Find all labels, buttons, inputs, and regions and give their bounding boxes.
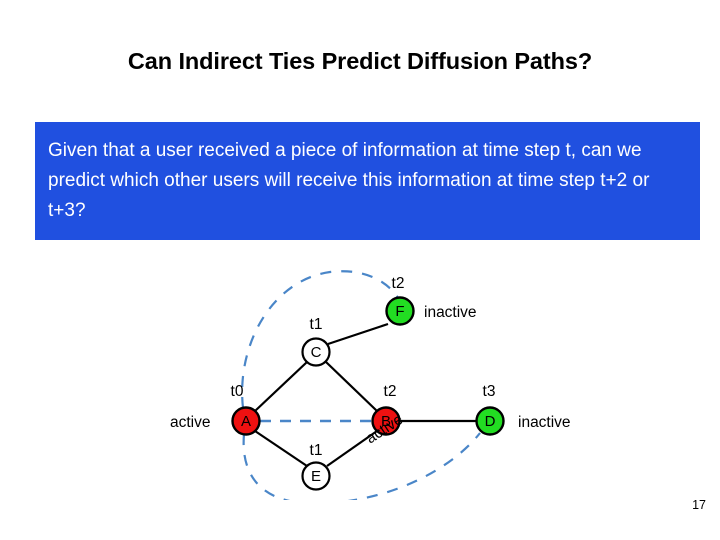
network-diagram: A C E B F D	[0, 250, 720, 500]
node-label-A: A	[241, 413, 251, 430]
state-label-active-A: active	[170, 414, 211, 431]
node-B[interactable]: B	[371, 406, 401, 436]
node-D[interactable]: D	[475, 406, 505, 436]
node-circle-C[interactable]	[301, 337, 331, 367]
time-label-A: t0	[231, 383, 244, 400]
time-label-D: t3	[483, 383, 496, 400]
node-label-C: C	[311, 344, 322, 361]
edge-E-B	[326, 430, 378, 467]
page-title: Can Indirect Ties Predict Diffusion Path…	[127, 48, 593, 74]
callout-box: Given that a user received a piece of in…	[35, 122, 700, 240]
page-number: 17	[692, 498, 706, 512]
node-A[interactable]: A	[231, 406, 261, 436]
node-circle-E[interactable]	[301, 461, 331, 491]
solid-edges-group	[254, 322, 476, 467]
time-labels-group: t0 t1 t1 t2 t2 t3	[231, 275, 496, 459]
edge-A-C	[254, 361, 308, 412]
dashed-edge-A-D-arc	[242, 432, 481, 500]
edge-C-B	[325, 361, 378, 412]
node-circle-F[interactable]	[385, 296, 415, 326]
time-label-E: t1	[310, 442, 323, 459]
diagram-svg: A C E B F D	[170, 270, 571, 500]
node-E[interactable]: E	[301, 461, 331, 491]
time-label-C: t1	[310, 316, 323, 333]
dashed-edges-group	[241, 270, 481, 500]
node-label-E: E	[311, 468, 321, 485]
state-labels-group: active inactive inactive active	[170, 304, 571, 447]
edge-A-E	[254, 430, 308, 467]
node-label-D: D	[485, 413, 496, 430]
time-label-B: t2	[384, 383, 397, 400]
node-label-B: B	[381, 413, 391, 430]
callout-text: Given that a user received a piece of in…	[48, 140, 655, 221]
node-label-F: F	[395, 303, 404, 320]
state-label-inactive-F: inactive	[424, 304, 477, 321]
dashed-edge-A-F-arc	[241, 270, 399, 409]
node-C[interactable]: C	[301, 337, 331, 367]
node-F[interactable]: F	[385, 296, 415, 326]
node-circle-D[interactable]	[475, 406, 505, 436]
node-circle-A[interactable]	[231, 406, 261, 436]
edge-C-F	[327, 322, 389, 346]
time-label-F: t2	[392, 275, 405, 292]
node-circle-B[interactable]	[371, 406, 401, 436]
state-label-inactive-D: inactive	[518, 414, 571, 431]
